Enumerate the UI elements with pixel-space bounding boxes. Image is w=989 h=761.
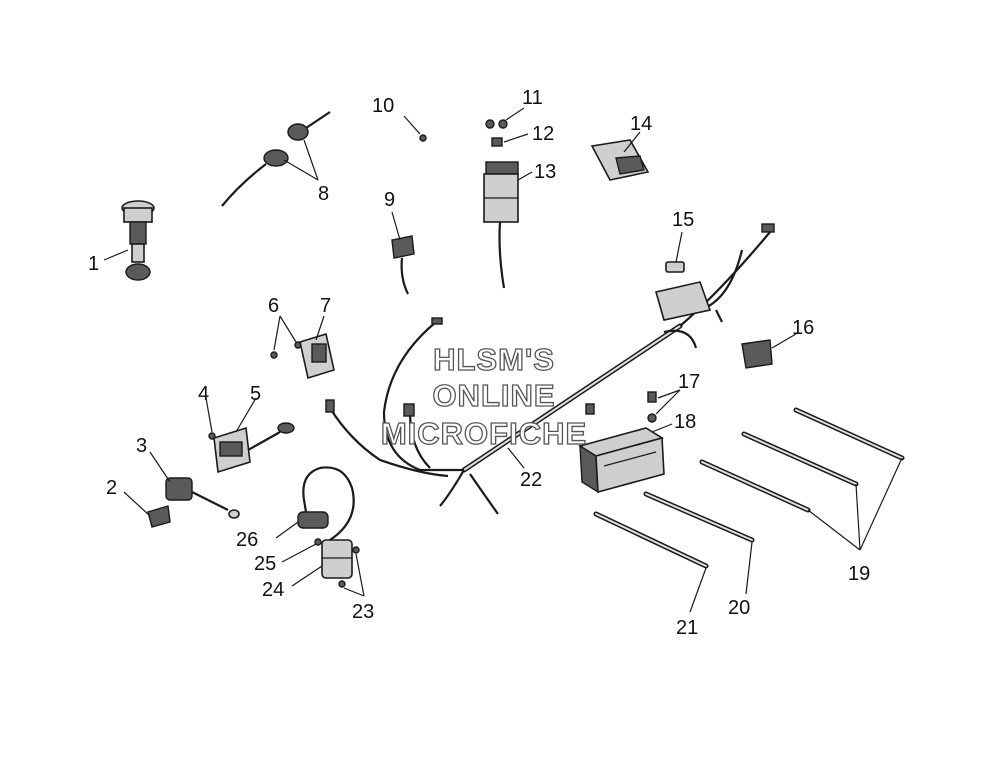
callout-23: 23 [352,601,374,623]
callout-24: 24 [262,579,284,601]
part-14-cover [590,139,650,181]
callout-21: 21 [676,617,698,639]
part-18-battery [578,427,665,494]
callout-labels: 1 2 3 4 5 6 7 8 9 10 11 12 13 14 15 16 1… [88,87,870,639]
part-2-bracket [147,505,171,528]
callout-25: 25 [254,553,276,575]
callout-2: 2 [106,477,117,499]
callout-9: 9 [384,189,395,211]
part-16-connector [741,339,773,369]
leader-lines [103,107,903,613]
callout-15: 15 [672,209,694,231]
part-9-connector [391,235,415,295]
callout-11: 11 [522,87,543,109]
part-15-fuse [665,261,685,273]
callout-13: 13 [534,161,556,183]
part-8-switches [221,111,331,207]
part-22-wiring-harness [325,223,775,515]
part-13-relay [483,161,519,289]
part-10-screw [419,134,427,142]
part-6-screws [270,341,302,359]
part-21-strap [593,511,709,569]
callout-10: 10 [372,95,394,117]
watermark-line-2: ONLINE [432,378,555,413]
callout-5: 5 [250,383,261,405]
callout-3: 3 [136,435,147,457]
part-20-strap [643,491,755,543]
part-3-switch [165,477,240,519]
callout-16: 16 [792,317,814,339]
callout-17: 17 [678,371,700,393]
part-5-regulator [213,422,295,474]
part-26-plug-cap [297,466,355,541]
callout-22: 22 [520,469,542,491]
watermark-line-3: MICROFICHE [381,416,587,451]
watermark-line-1: HLSM'S [433,342,555,377]
callout-7: 7 [320,295,331,317]
part-25-washer [314,538,322,546]
callout-4: 4 [198,383,209,405]
callout-19: 19 [848,563,870,585]
part-23-screws [338,546,360,588]
callout-6: 6 [268,295,279,317]
callout-20: 20 [728,597,750,619]
part-19-straps [699,407,905,513]
part-17-bolts [585,391,657,423]
callout-26: 26 [236,529,258,551]
callout-14: 14 [630,113,652,135]
watermark: HLSM'S ONLINE MICROFICHE [380,341,587,451]
callout-12: 12 [532,123,554,145]
callout-8: 8 [318,183,329,205]
part-1-key-switch [121,200,155,281]
callout-18: 18 [674,411,696,433]
part-11-nuts [485,119,508,129]
part-7-cdi-box [299,332,335,380]
part-24-ignition-coil [321,539,353,579]
callout-1: 1 [88,253,99,275]
part-12-terminals [491,137,503,147]
